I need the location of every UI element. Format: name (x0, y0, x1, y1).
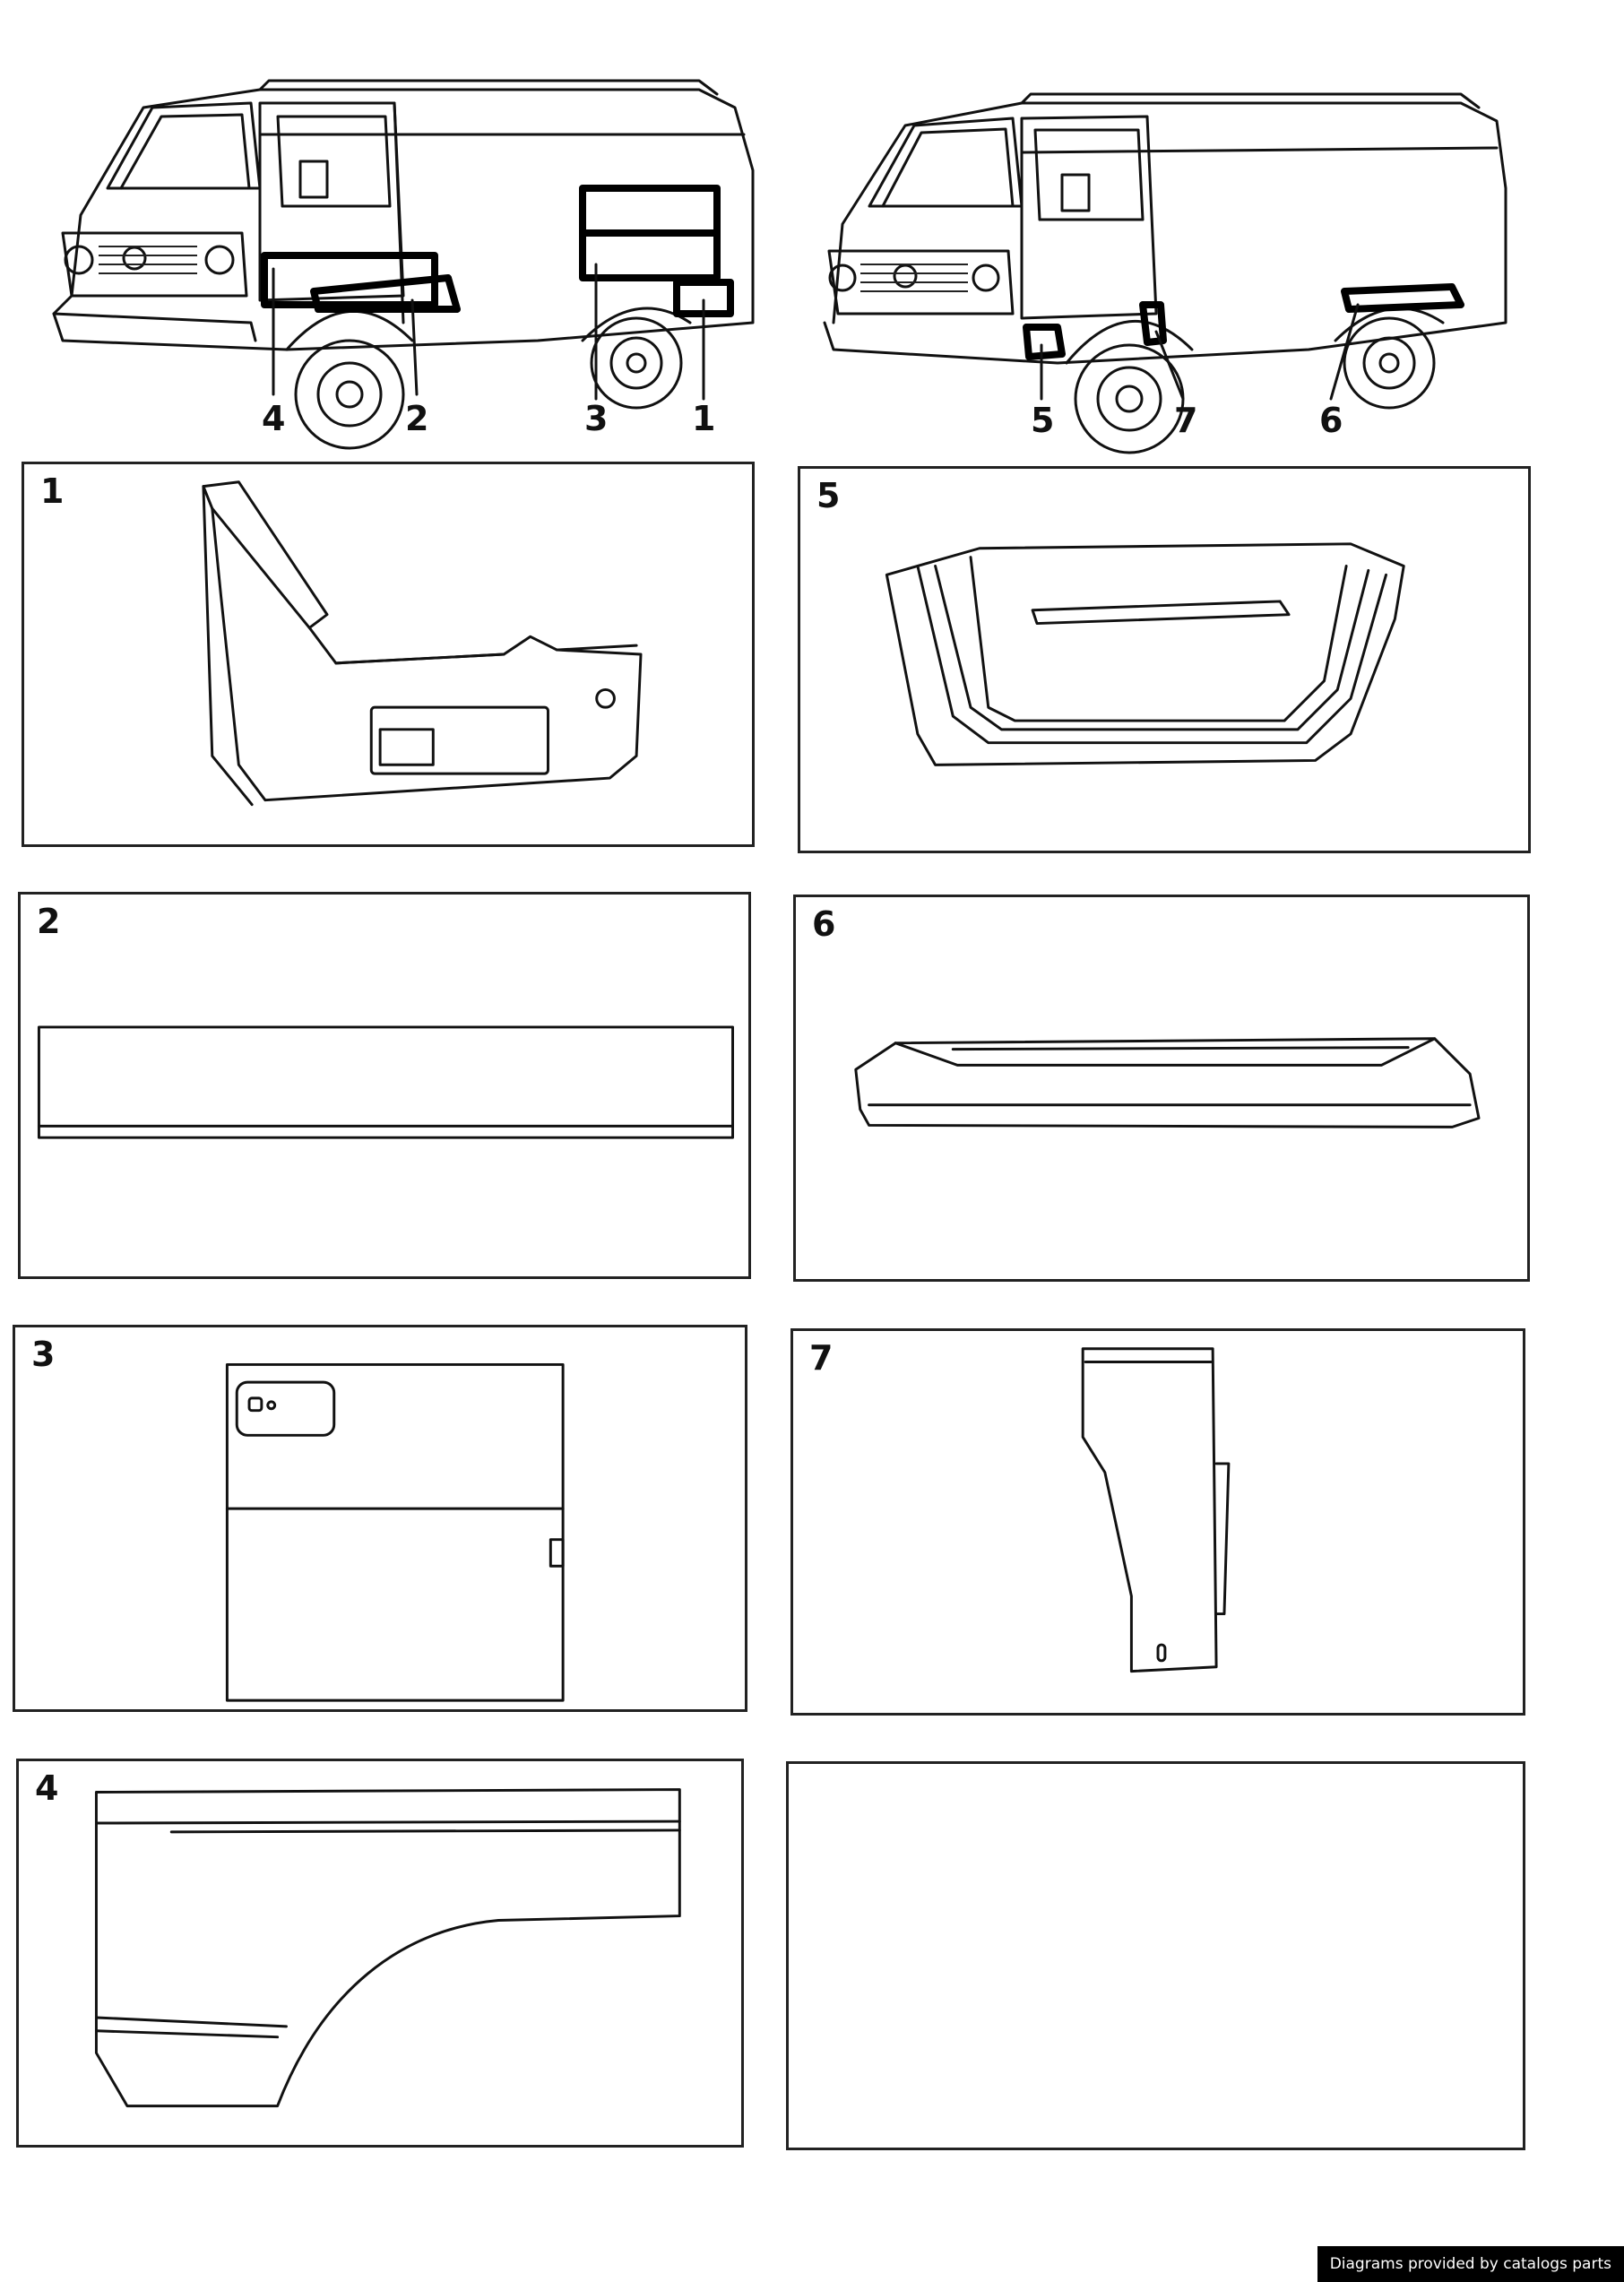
callout-2: 2 (405, 399, 428, 438)
panel-number: 2 (37, 902, 61, 941)
part-panel-5: 5 (798, 466, 1531, 853)
wheel-arch-strip-drawing (854, 1037, 1481, 1128)
a-pillar-repair-section-drawing (1081, 1347, 1231, 1673)
part-panel-7: 7 (790, 1328, 1525, 1716)
footwell-repair-panel-drawing (885, 542, 1405, 766)
panel-number: 1 (40, 471, 65, 511)
panel-number: 3 (31, 1335, 56, 1374)
panel-number: 5 (816, 476, 841, 515)
front-door-lower-panel-drawing (94, 1788, 681, 2108)
part-panel-6: 6 (793, 895, 1530, 1282)
callout-6: 6 (1319, 401, 1343, 440)
van-illustration-right: 5 7 6 (807, 54, 1524, 454)
rear-corner-panel-drawing (202, 480, 643, 807)
empty-panel (786, 1761, 1525, 2150)
sill-panel-drawing (37, 1025, 735, 1139)
callout-5: 5 (1031, 401, 1054, 440)
callout-1: 1 (692, 399, 715, 438)
van-illustration-left: 4 2 3 1 (36, 54, 755, 450)
callout-3: 3 (584, 399, 608, 438)
panel-number: 7 (809, 1338, 834, 1378)
callout-4: 4 (262, 399, 285, 438)
footer-credit: Diagrams provided by catalogs parts (1317, 2246, 1624, 2282)
part-panel-2: 2 (18, 892, 751, 1279)
panel-number: 4 (35, 1768, 59, 1808)
panel-number: 6 (812, 904, 836, 944)
rear-side-panel-drawing (225, 1362, 565, 1702)
part-panel-4: 4 (16, 1759, 744, 2148)
part-panel-1: 1 (22, 462, 755, 847)
part-panel-3: 3 (13, 1325, 747, 1712)
callout-7: 7 (1174, 401, 1197, 440)
